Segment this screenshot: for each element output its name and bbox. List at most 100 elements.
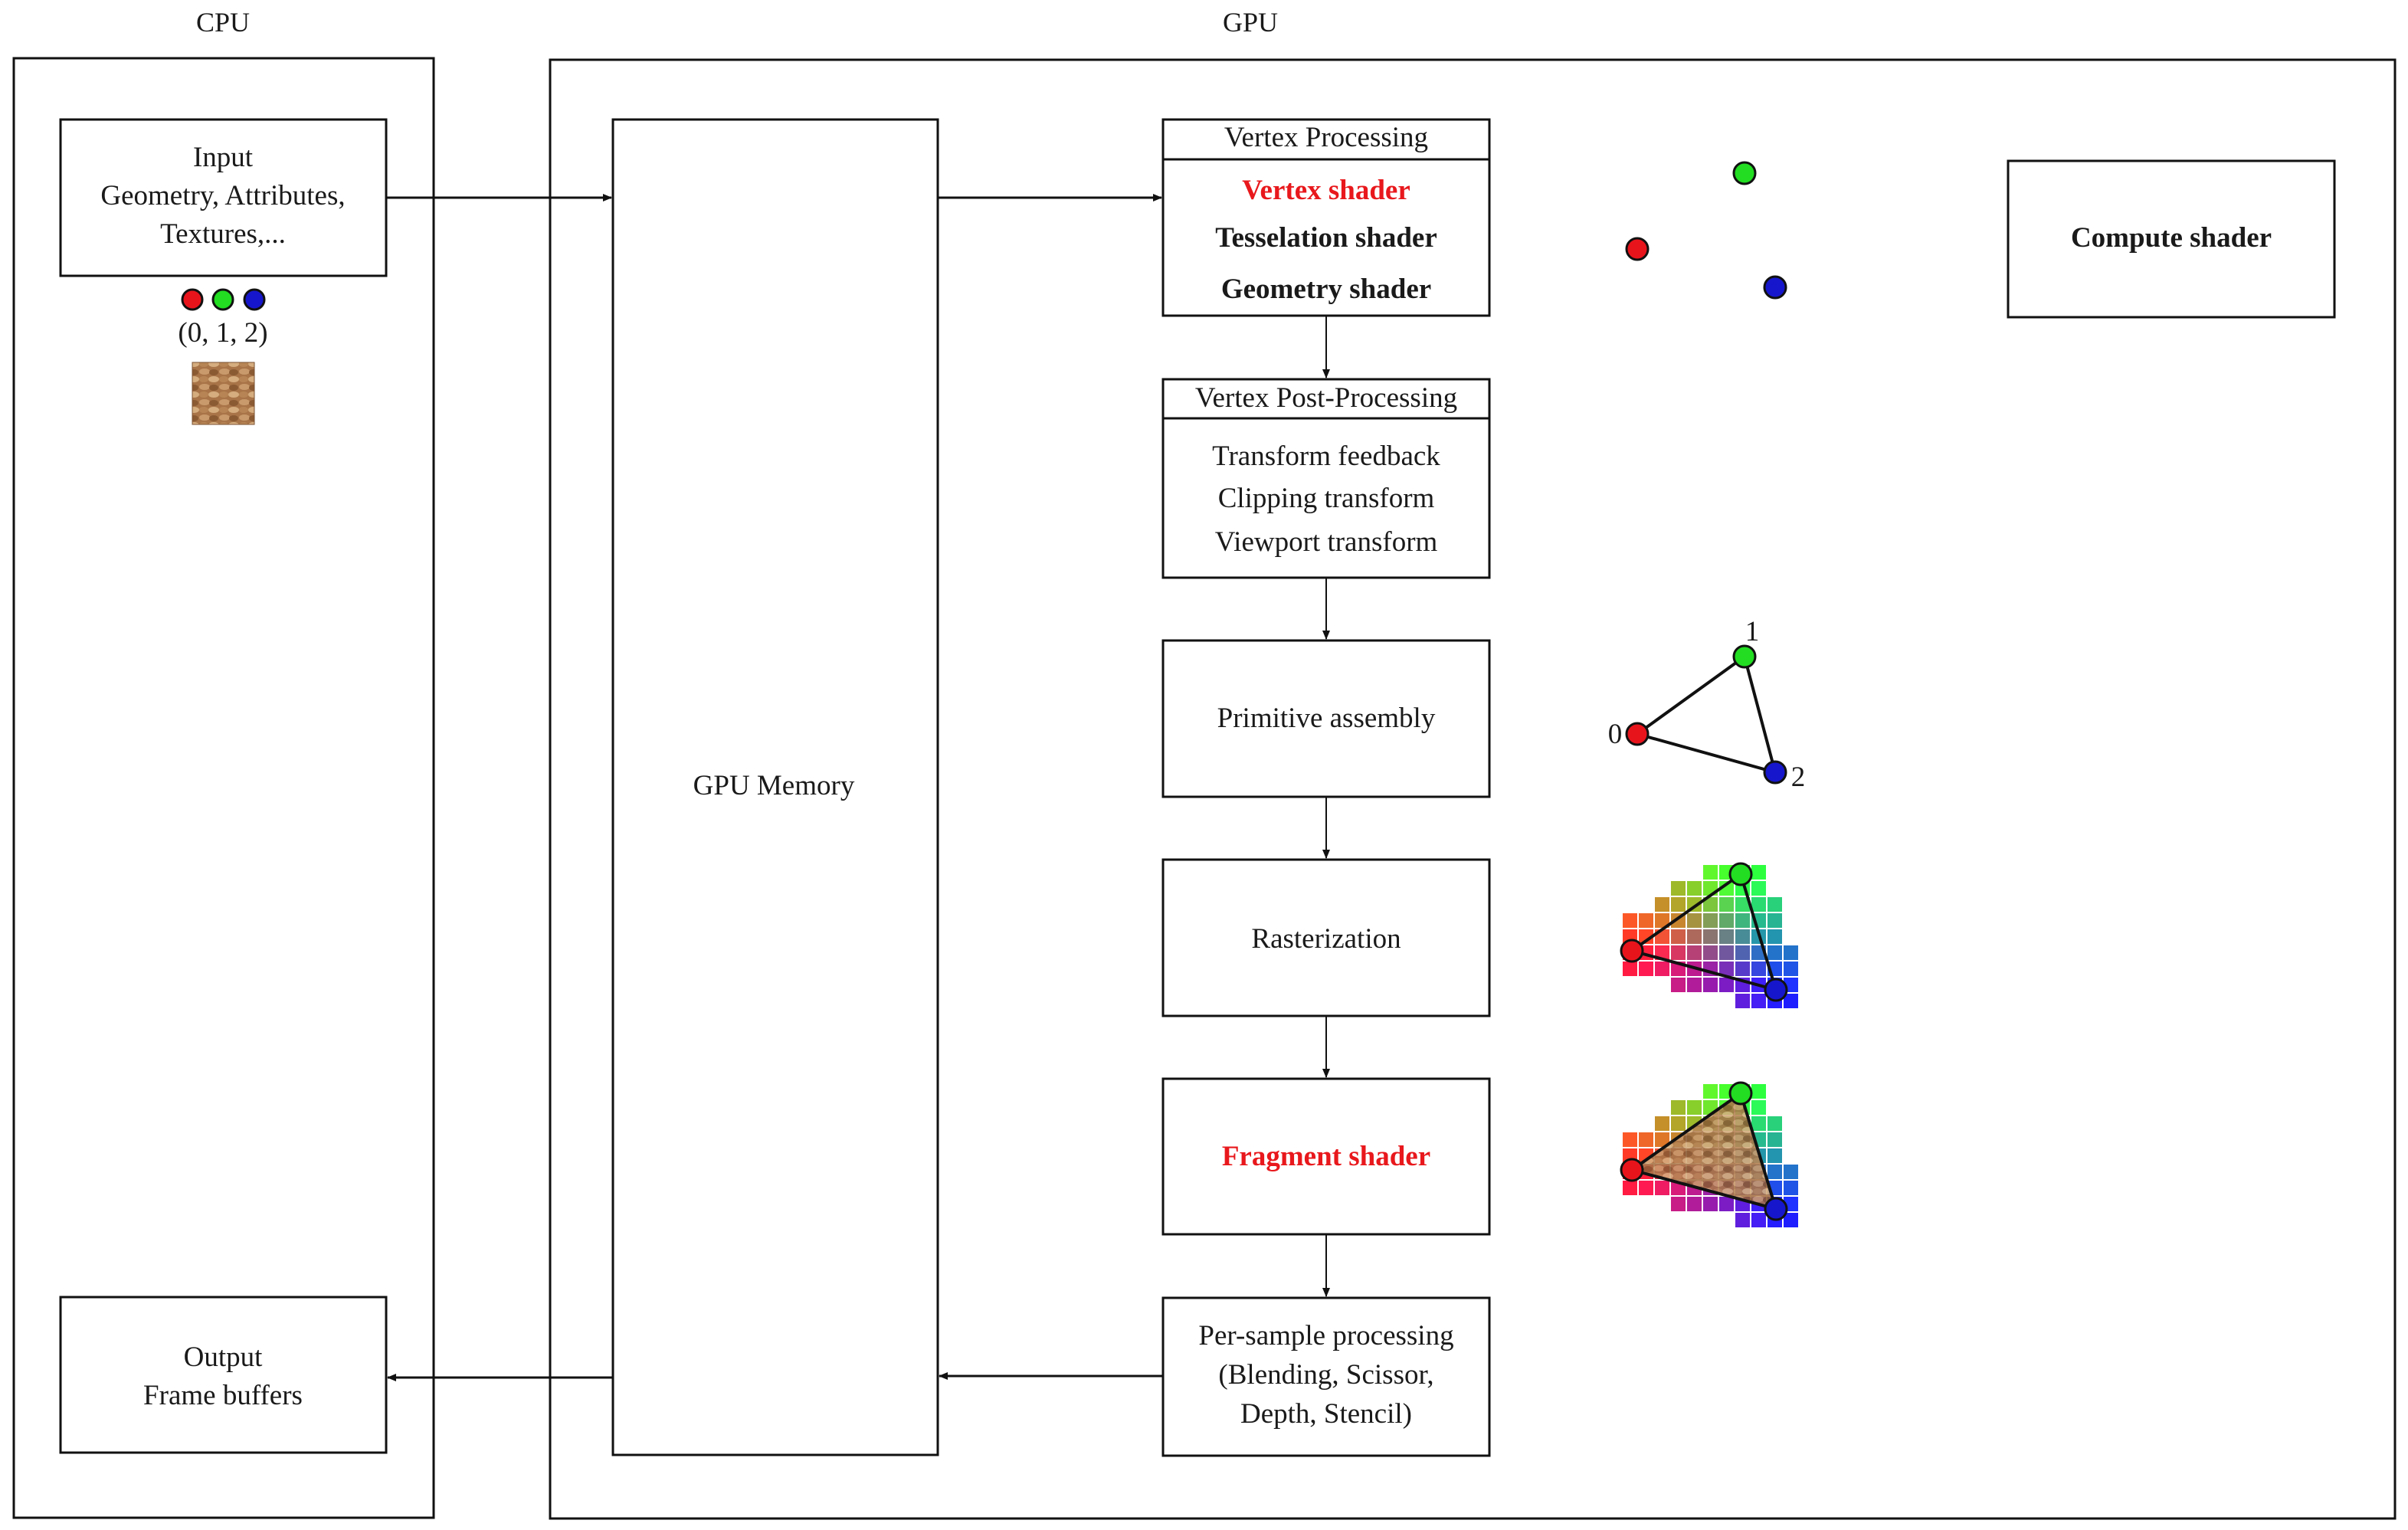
raster-vertex-red <box>1620 939 1644 963</box>
input-title: Input <box>193 142 254 173</box>
raster-pixel <box>1671 1197 1686 1211</box>
raster-pixel <box>1784 994 1798 1008</box>
vertex-indices: (0, 1, 2) <box>178 317 267 349</box>
raster-pixel <box>1719 978 1734 992</box>
assembled-triangle-illustration: 0 1 2 <box>1608 616 1806 793</box>
raster-pixel <box>1671 1100 1686 1115</box>
geometry-shader-label: Geometry shader <box>1221 274 1431 305</box>
raster-pixel <box>1639 962 1653 976</box>
raster-pixel <box>1671 945 1686 960</box>
cpu-title: CPU <box>196 7 250 38</box>
raster-pixel <box>1719 913 1734 928</box>
raster-pixel <box>1751 865 1766 880</box>
primitive-assembly-label: Primitive assembly <box>1217 703 1436 734</box>
raster-pixel <box>1768 1116 1782 1131</box>
gpu-title: GPU <box>1223 7 1278 38</box>
raster-pixel <box>1687 1100 1702 1115</box>
vertex-post-processing-header: Vertex Post-Processing <box>1195 382 1457 414</box>
raster-pixel <box>1768 897 1782 912</box>
raster-pixel <box>1703 929 1718 944</box>
raster-pixel <box>1768 1165 1782 1179</box>
loose-vertex-red <box>1625 237 1650 261</box>
vertex-processing-box: Vertex Processing Vertex shader Tesselat… <box>1161 118 1491 317</box>
raster-pixel <box>1768 1132 1782 1147</box>
raster-pixel <box>1751 881 1766 896</box>
shaded-vertex-red <box>1620 1158 1644 1182</box>
output-title: Output <box>184 1342 264 1373</box>
raster-pixel <box>1768 945 1782 960</box>
raster-pixel <box>1735 913 1750 928</box>
raster-pixel <box>1655 1116 1669 1131</box>
raster-pixel <box>1735 994 1750 1008</box>
output-frame-buffers: Frame buffers <box>143 1380 303 1411</box>
vertex-post-processing-box: Vertex Post-Processing Transform feedbac… <box>1161 378 1491 579</box>
raster-pixel <box>1751 962 1766 976</box>
gpu-memory-label: GPU Memory <box>693 770 855 801</box>
raster-pixel <box>1623 1132 1637 1147</box>
stone-texture-image <box>192 362 255 425</box>
raster-pixel <box>1784 962 1798 976</box>
raster-pixel <box>1719 945 1734 960</box>
loose-vertex-green <box>1732 161 1757 185</box>
vertex-dot-green <box>211 288 234 311</box>
shaded-vertex-blue <box>1764 1197 1788 1221</box>
raster-pixel <box>1703 1084 1718 1099</box>
rasterization-label: Rasterization <box>1251 923 1401 955</box>
raster-pixel <box>1687 913 1702 928</box>
raster-pixel <box>1751 1213 1766 1227</box>
triangle-vertex-1 <box>1732 644 1757 669</box>
gpu-region <box>549 58 2397 1520</box>
raster-vertex-blue <box>1764 978 1788 1002</box>
raster-pixel <box>1655 897 1669 912</box>
fragment-shader-label: Fragment shader <box>1222 1141 1430 1172</box>
raster-pixel <box>1703 1197 1718 1211</box>
compute-shader-box: Compute shader <box>2007 159 2336 319</box>
raster-pixel <box>1655 945 1669 960</box>
raster-pixel <box>1623 962 1637 976</box>
raster-pixel <box>1655 1132 1669 1147</box>
raster-pixel <box>1687 881 1702 896</box>
raster-pixel <box>1735 945 1750 960</box>
raster-pixel <box>1703 978 1718 992</box>
vertex-dot-red <box>181 288 204 311</box>
raster-pixel <box>1719 881 1734 896</box>
raster-pixel <box>1623 1181 1637 1195</box>
raster-pixel <box>1784 1213 1798 1227</box>
per-sample-blending-scissor: (Blending, Scissor, <box>1218 1359 1433 1391</box>
clipping-transform-label: Clipping transform <box>1218 483 1435 514</box>
raster-pixel <box>1703 865 1718 880</box>
raster-pixel <box>1751 994 1766 1008</box>
gpu-memory-box: GPU Memory <box>611 118 939 1456</box>
raster-pixel <box>1671 1116 1686 1131</box>
vertex-label-2: 2 <box>1791 762 1806 793</box>
raster-pixel <box>1719 897 1734 912</box>
raster-pixel <box>1703 897 1718 912</box>
raster-pixel <box>1671 929 1686 944</box>
shaded-vertex-green <box>1728 1081 1753 1106</box>
raster-pixel <box>1655 1181 1669 1195</box>
loose-vertex-blue <box>1763 275 1787 300</box>
per-sample-title: Per-sample processing <box>1198 1320 1453 1351</box>
raster-pixel <box>1768 929 1782 944</box>
raster-pixel <box>1655 962 1669 976</box>
input-geometry-attributes: Geometry, Attributes, <box>100 180 345 211</box>
raster-pixel <box>1751 1116 1766 1131</box>
vertex-processing-header: Vertex Processing <box>1224 122 1428 153</box>
input-box: Input Geometry, Attributes, Textures,... <box>59 118 388 277</box>
raster-pixel <box>1687 978 1702 992</box>
raster-pixel <box>1671 897 1686 912</box>
per-sample-depth-stencil: Depth, Stencil) <box>1240 1398 1412 1430</box>
raster-pixel <box>1687 1197 1702 1211</box>
raster-pixel <box>1671 881 1686 896</box>
triangle-vertex-2 <box>1763 760 1787 785</box>
raster-pixel <box>1703 913 1718 928</box>
raster-pixel <box>1703 945 1718 960</box>
raster-pixel <box>1784 1181 1798 1195</box>
rasterized-triangle-illustration <box>1620 862 1798 1008</box>
cpu-region <box>12 57 435 1519</box>
raster-pixel <box>1735 1213 1750 1227</box>
fragment-shader-box: Fragment shader <box>1161 1077 1491 1236</box>
raster-pixel <box>1751 1084 1766 1099</box>
raster-pixel <box>1735 962 1750 976</box>
